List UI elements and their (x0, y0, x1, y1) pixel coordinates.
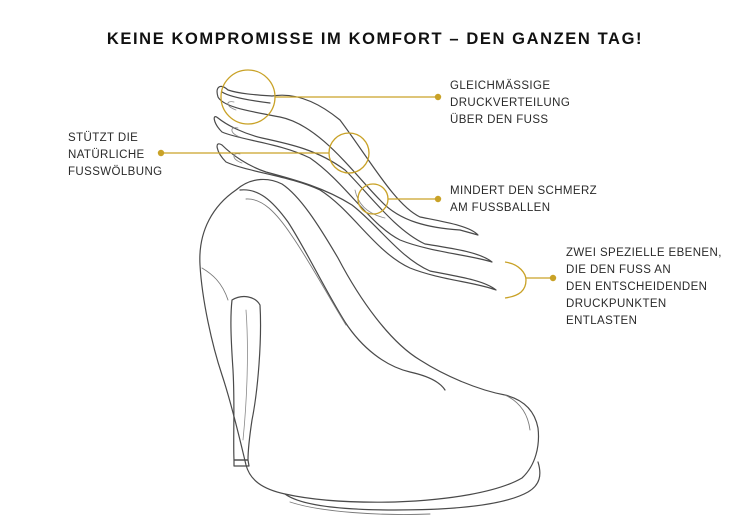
insole-layer-bottom (216, 143, 497, 291)
annotation-line: AM FUSSBALLEN (450, 202, 551, 214)
annotation-line: GLEICHMÄSSIGE (450, 80, 551, 92)
shoe-upper (199, 178, 540, 503)
annotation-line: DIE DEN FUSS AN (566, 264, 672, 276)
insole-layer-middle (213, 116, 493, 263)
annotation-line: MINDERT DEN SCHMERZ (450, 185, 598, 197)
callout-bracket-layers (504, 261, 527, 299)
shoe-heel (230, 295, 262, 461)
callout-circle-pressure (220, 69, 276, 125)
annotation-line: FUSSWÖLBUNG (68, 166, 163, 178)
annotation-line: ZWEI SPEZIELLE EBENEN, (566, 247, 722, 259)
annotation-callouts (161, 69, 553, 299)
shoe-platform (284, 461, 541, 511)
annotation-line: ÜBER DEN FUSS (450, 114, 549, 126)
annotation-line: DEN ENTSCHEIDENDEN (566, 281, 708, 293)
annotation-line: NATÜRLICHE (68, 149, 145, 161)
insole-layer-top (216, 85, 479, 236)
annotation-line: ENTLASTEN (566, 315, 638, 327)
annotation-arch: STÜTZT DIE NATÜRLICHE FUSSWÖLBUNG (68, 130, 163, 181)
annotation-pressure: GLEICHMÄSSIGE DRUCKVERTEILUNG ÜBER DEN F… (450, 78, 570, 129)
annotation-line: STÜTZT DIE (68, 132, 139, 144)
annotation-line: DRUCKVERTEILUNG (450, 97, 571, 109)
annotation-line: DRUCKPUNKTEN (566, 298, 667, 310)
annotation-ball: MINDERT DEN SCHMERZ AM FUSSBALLEN (450, 183, 597, 217)
page-title: KEINE KOMPROMISSE IM KOMFORT – DEN GANZE… (106, 30, 644, 48)
callout-dots (157, 93, 557, 282)
annotation-layers: ZWEI SPEZIELLE EBENEN, DIE DEN FUSS AN D… (566, 245, 722, 330)
callout-circle-ball (357, 183, 389, 215)
